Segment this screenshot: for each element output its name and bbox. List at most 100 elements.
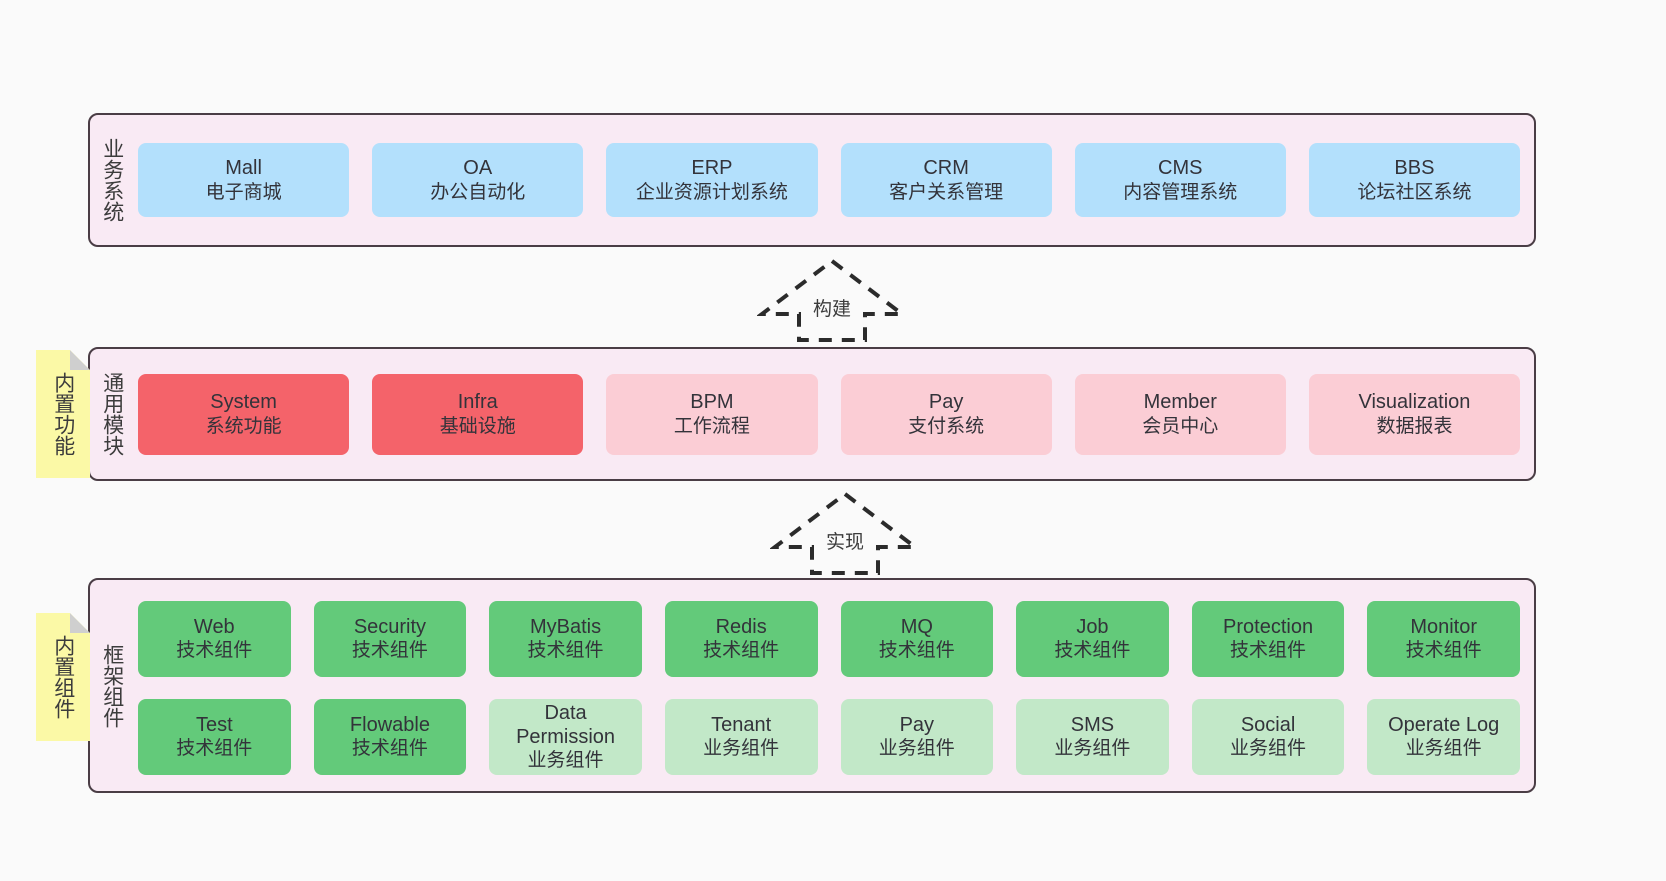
node-title: CRM <box>923 157 969 180</box>
node-subtitle: 技术组件 <box>351 738 428 760</box>
node-subtitle: 技术组件 <box>351 640 428 662</box>
node-system[interactable]: System 系统功能 <box>138 373 350 455</box>
node-title: Flowable <box>349 713 430 736</box>
node-subtitle: 业务组件 <box>878 738 955 760</box>
node-title: MQ <box>900 615 933 638</box>
node-title: Member <box>1143 391 1217 414</box>
node-title: Pay <box>899 713 935 736</box>
node-title: System <box>210 391 277 414</box>
layer-framework-components: 框架组件 Web 技术组件 Security 技术组件 MyBatis 技术组件… <box>88 578 1536 793</box>
node-pay-component[interactable]: Pay 业务组件 <box>840 698 994 775</box>
node-web[interactable]: Web 技术组件 <box>138 600 291 677</box>
layer-row: Mall 电子商城 OA 办公自动化 ERP 企业资源计划系统 CRM 客户关系… <box>138 143 1521 217</box>
layer-row: Test 技术组件 Flowable 技术组件 Data Permission … <box>138 698 1520 775</box>
node-title: Infra <box>457 391 498 414</box>
node-mq[interactable]: MQ 技术组件 <box>840 600 994 677</box>
node-subtitle: 论坛社区系统 <box>1357 181 1472 203</box>
node-subtitle: 客户关系管理 <box>889 181 1004 203</box>
node-title: Redis <box>715 615 767 638</box>
node-subtitle: 支付系统 <box>908 415 985 437</box>
node-subtitle: 工作流程 <box>673 415 750 437</box>
node-erp[interactable]: ERP 企业资源计划系统 <box>606 143 818 217</box>
note-builtin-components: 内置组件 <box>36 613 90 741</box>
node-title: BBS <box>1394 157 1435 180</box>
node-crm[interactable]: CRM 客户关系管理 <box>840 143 1052 217</box>
layer-row: System 系统功能 Infra 基础设施 BPM 工作流程 Pay 支付系统… <box>138 373 1521 455</box>
page-fold-icon <box>70 613 90 633</box>
connector-realize: 实现 <box>770 489 920 575</box>
node-title: Social <box>1240 713 1296 736</box>
node-subtitle: 业务组件 <box>1054 738 1131 760</box>
layer-body-framework-components: Web 技术组件 Security 技术组件 MyBatis 技术组件 Redi… <box>134 580 1534 791</box>
layer-row: Web 技术组件 Security 技术组件 MyBatis 技术组件 Redi… <box>138 600 1520 677</box>
node-pay-module[interactable]: Pay 支付系统 <box>840 373 1052 455</box>
node-title: MyBatis <box>530 615 602 638</box>
node-social[interactable]: Social 业务组件 <box>1191 698 1345 775</box>
node-subtitle: 技术组件 <box>176 640 253 662</box>
node-subtitle: 内容管理系统 <box>1123 181 1238 203</box>
node-operate-log[interactable]: Operate Log 业务组件 <box>1367 698 1520 775</box>
layer-business-systems: 业务系统 Mall 电子商城 OA 办公自动化 ERP 企业资源计划系统 CRM… <box>88 113 1536 247</box>
node-mall[interactable]: Mall 电子商城 <box>138 143 350 217</box>
node-tenant[interactable]: Tenant 业务组件 <box>664 698 818 775</box>
node-subtitle: 系统功能 <box>205 415 282 437</box>
note-label: 内置组件 <box>51 635 75 719</box>
node-title: Web <box>193 615 235 638</box>
node-subtitle: 业务组件 <box>527 750 604 772</box>
node-bpm[interactable]: BPM 工作流程 <box>606 373 818 455</box>
layer-body-common-modules: System 系统功能 Infra 基础设施 BPM 工作流程 Pay 支付系统… <box>134 349 1534 479</box>
layer-common-modules: 通用模块 System 系统功能 Infra 基础设施 BPM 工作流程 Pay… <box>88 347 1536 481</box>
node-monitor[interactable]: Monitor 技术组件 <box>1367 600 1520 677</box>
node-subtitle: 基础设施 <box>439 415 516 437</box>
node-sms[interactable]: SMS 业务组件 <box>1016 698 1169 775</box>
node-subtitle: 业务组件 <box>1230 738 1307 760</box>
node-title: SMS <box>1070 713 1115 736</box>
node-title: CMS <box>1158 157 1203 180</box>
node-subtitle: 数据报表 <box>1376 415 1453 437</box>
node-protection[interactable]: Protection 技术组件 <box>1191 600 1345 677</box>
node-subtitle: 技术组件 <box>703 640 780 662</box>
layer-title-framework-components: 框架组件 <box>100 643 124 728</box>
node-title: Visualization <box>1358 391 1471 414</box>
node-subtitle: 业务组件 <box>703 738 780 760</box>
node-subtitle: 技术组件 <box>527 640 604 662</box>
node-title: Operate Log <box>1388 713 1500 736</box>
note-builtin-functions: 内置功能 <box>36 350 90 478</box>
node-title: Data Permission <box>516 701 616 748</box>
node-subtitle: 技术组件 <box>1054 640 1131 662</box>
node-data-permission[interactable]: Data Permission 业务组件 <box>489 698 642 775</box>
node-title: Test <box>195 713 233 736</box>
node-subtitle: 办公自动化 <box>430 181 526 203</box>
node-subtitle: 企业资源计划系统 <box>635 181 788 203</box>
node-subtitle: 技术组件 <box>176 738 253 760</box>
node-title: Monitor <box>1410 615 1478 638</box>
node-infra[interactable]: Infra 基础设施 <box>372 373 584 455</box>
node-job[interactable]: Job 技术组件 <box>1016 600 1169 677</box>
layer-body-business-systems: Mall 电子商城 OA 办公自动化 ERP 企业资源计划系统 CRM 客户关系… <box>134 115 1534 245</box>
layer-title-common-modules: 通用模块 <box>100 372 124 456</box>
node-title: Mall <box>225 157 262 180</box>
node-title: OA <box>463 157 493 180</box>
node-mybatis[interactable]: MyBatis 技术组件 <box>489 600 642 677</box>
node-test[interactable]: Test 技术组件 <box>138 698 291 775</box>
node-security[interactable]: Security 技术组件 <box>313 600 467 677</box>
note-label: 内置功能 <box>51 372 75 456</box>
node-member[interactable]: Member 会员中心 <box>1074 373 1286 455</box>
node-title: Pay <box>928 391 964 414</box>
node-title: ERP <box>691 157 733 180</box>
node-redis[interactable]: Redis 技术组件 <box>664 600 818 677</box>
node-title: Tenant <box>711 713 772 736</box>
node-subtitle: 业务组件 <box>1405 738 1482 760</box>
node-title: Protection <box>1223 615 1314 638</box>
node-subtitle: 电子商城 <box>205 181 282 203</box>
node-oa[interactable]: OA 办公自动化 <box>372 143 584 217</box>
node-subtitle: 技术组件 <box>1405 640 1482 662</box>
node-subtitle: 技术组件 <box>878 640 955 662</box>
node-bbs[interactable]: BBS 论坛社区系统 <box>1308 143 1521 217</box>
node-title: Job <box>1076 615 1109 638</box>
node-subtitle: 技术组件 <box>1230 640 1307 662</box>
node-flowable[interactable]: Flowable 技术组件 <box>313 698 467 775</box>
node-cms[interactable]: CMS 内容管理系统 <box>1074 143 1286 217</box>
node-visualization[interactable]: Visualization 数据报表 <box>1308 373 1521 455</box>
